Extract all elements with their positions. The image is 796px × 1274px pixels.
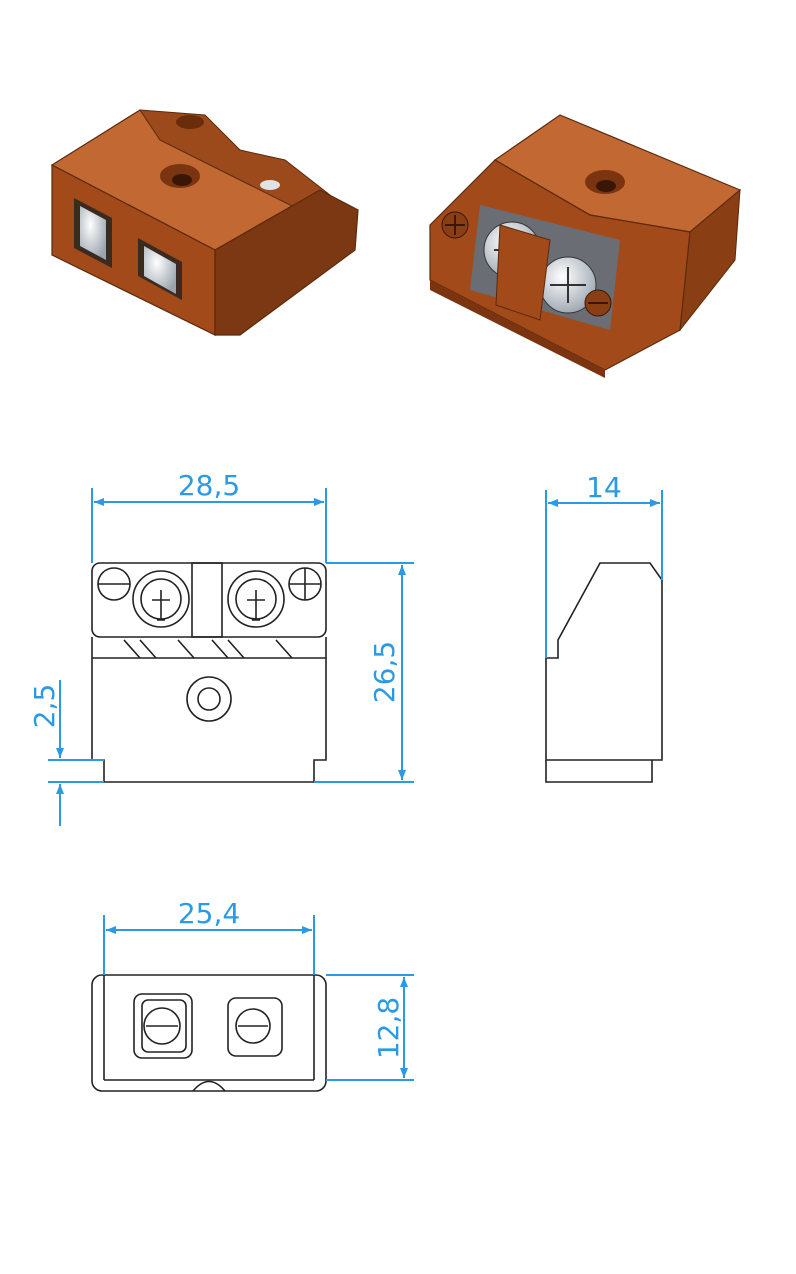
dimension-front-width: 28,5 (178, 469, 240, 502)
side-view (545, 562, 663, 783)
dimension-bottom-width: 25,4 (178, 897, 240, 930)
dimension-lines (48, 488, 663, 1081)
dimension-front-height: 26,5 (368, 641, 401, 703)
iso-view-front (50, 109, 359, 336)
socket-icon (138, 238, 182, 300)
dimension-front-foot: 2,5 (28, 684, 61, 729)
bottom-view (91, 974, 327, 1092)
dimension-bottom-height: 12,8 (372, 997, 405, 1059)
iso-view-rear (429, 114, 742, 378)
dimension-side-depth: 14 (586, 471, 622, 504)
socket-icon (74, 198, 112, 268)
front-view (91, 562, 327, 783)
